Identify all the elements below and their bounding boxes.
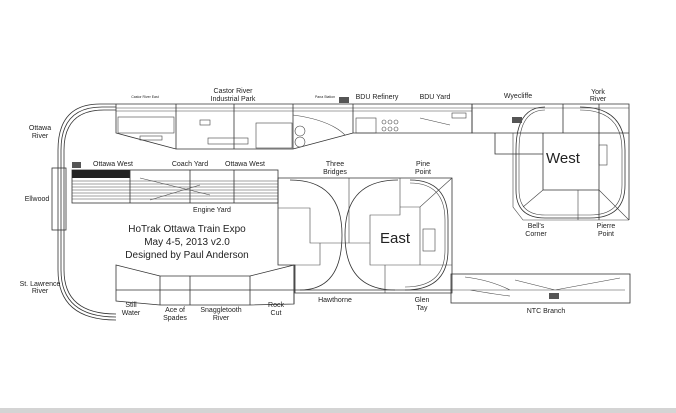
label-three-bridges-2: Bridges	[323, 169, 347, 176]
label-york-river: York	[591, 89, 605, 96]
label-st-lawrence-river-2: River	[32, 288, 49, 295]
label-still-water: Still	[125, 302, 137, 309]
label-york-river-2: River	[590, 96, 607, 103]
label-pine-point-2: Point	[415, 169, 431, 176]
label-wyecliffe: Wyecliffe	[504, 93, 532, 100]
label-pine-point: Pine	[416, 161, 430, 168]
label-castor-river-park-2: Industrial Park	[211, 96, 256, 103]
label-rock-cut: Rock	[268, 302, 284, 309]
label-ace-of-spades: Ace of	[165, 307, 185, 314]
region-east: East	[380, 230, 411, 247]
label-ace-of-spades-2: Spades	[163, 315, 187, 322]
station-icon	[72, 162, 81, 168]
label-snaggletooth-river-2: River	[213, 315, 230, 322]
label-three-bridges: Three	[326, 161, 344, 168]
mainline-loop	[57, 103, 117, 321]
title-line-3: Designed by Paul Anderson	[125, 250, 248, 261]
label-bells-corner-2: Corner	[525, 231, 547, 238]
label-castor-river-east: Castor River East	[131, 95, 158, 99]
title-line-2: May 4-5, 2013 v2.0	[144, 237, 230, 248]
title-line-1: HoTrak Ottawa Train Expo	[128, 224, 246, 235]
label-bells-corner: Bell's	[528, 223, 545, 230]
label-ottawa-river: Ottawa	[29, 125, 51, 132]
label-still-water-2: Water	[122, 310, 141, 317]
east-module	[277, 177, 453, 294]
label-ottawa-west-2: Ottawa West	[225, 161, 265, 168]
ottawa-west-yard	[51, 162, 279, 231]
label-st-lawrence-river: St. Lawrence	[20, 281, 61, 288]
label-pierre-point-2: Point	[598, 231, 614, 238]
top-modules	[115, 97, 630, 220]
label-ntc-branch: NTC Branch	[527, 308, 566, 315]
label-rock-cut-2: Cut	[271, 310, 282, 317]
label-pana-station: Pana Station	[315, 95, 335, 99]
station-icon	[549, 293, 559, 299]
region-west: West	[546, 150, 581, 167]
label-ottawa-west: Ottawa West	[93, 161, 133, 168]
label-glen-tay: Glen	[415, 297, 430, 304]
label-glen-tay-2: Tay	[417, 305, 428, 312]
label-castor-river-park: Castor River	[214, 88, 254, 95]
window-bottom-edge	[0, 408, 676, 413]
label-snaggletooth-river: Snaggletooth	[200, 307, 241, 314]
label-ottawa-river-2: River	[32, 133, 49, 140]
label-coach-yard: Coach Yard	[172, 161, 208, 168]
bottom-modules	[115, 264, 631, 306]
west-module	[471, 104, 630, 221]
label-ellwood: Ellwood	[25, 196, 50, 203]
label-engine-yard: Engine Yard	[193, 207, 231, 214]
label-bdu-yard: BDU Yard	[420, 94, 451, 101]
label-pierre-point: Pierre	[597, 223, 616, 230]
station-icon	[339, 97, 349, 103]
label-bdu-refinery: BDU Refinery	[356, 94, 399, 101]
station-icon	[512, 117, 522, 123]
label-hawthorne: Hawthorne	[318, 297, 352, 304]
